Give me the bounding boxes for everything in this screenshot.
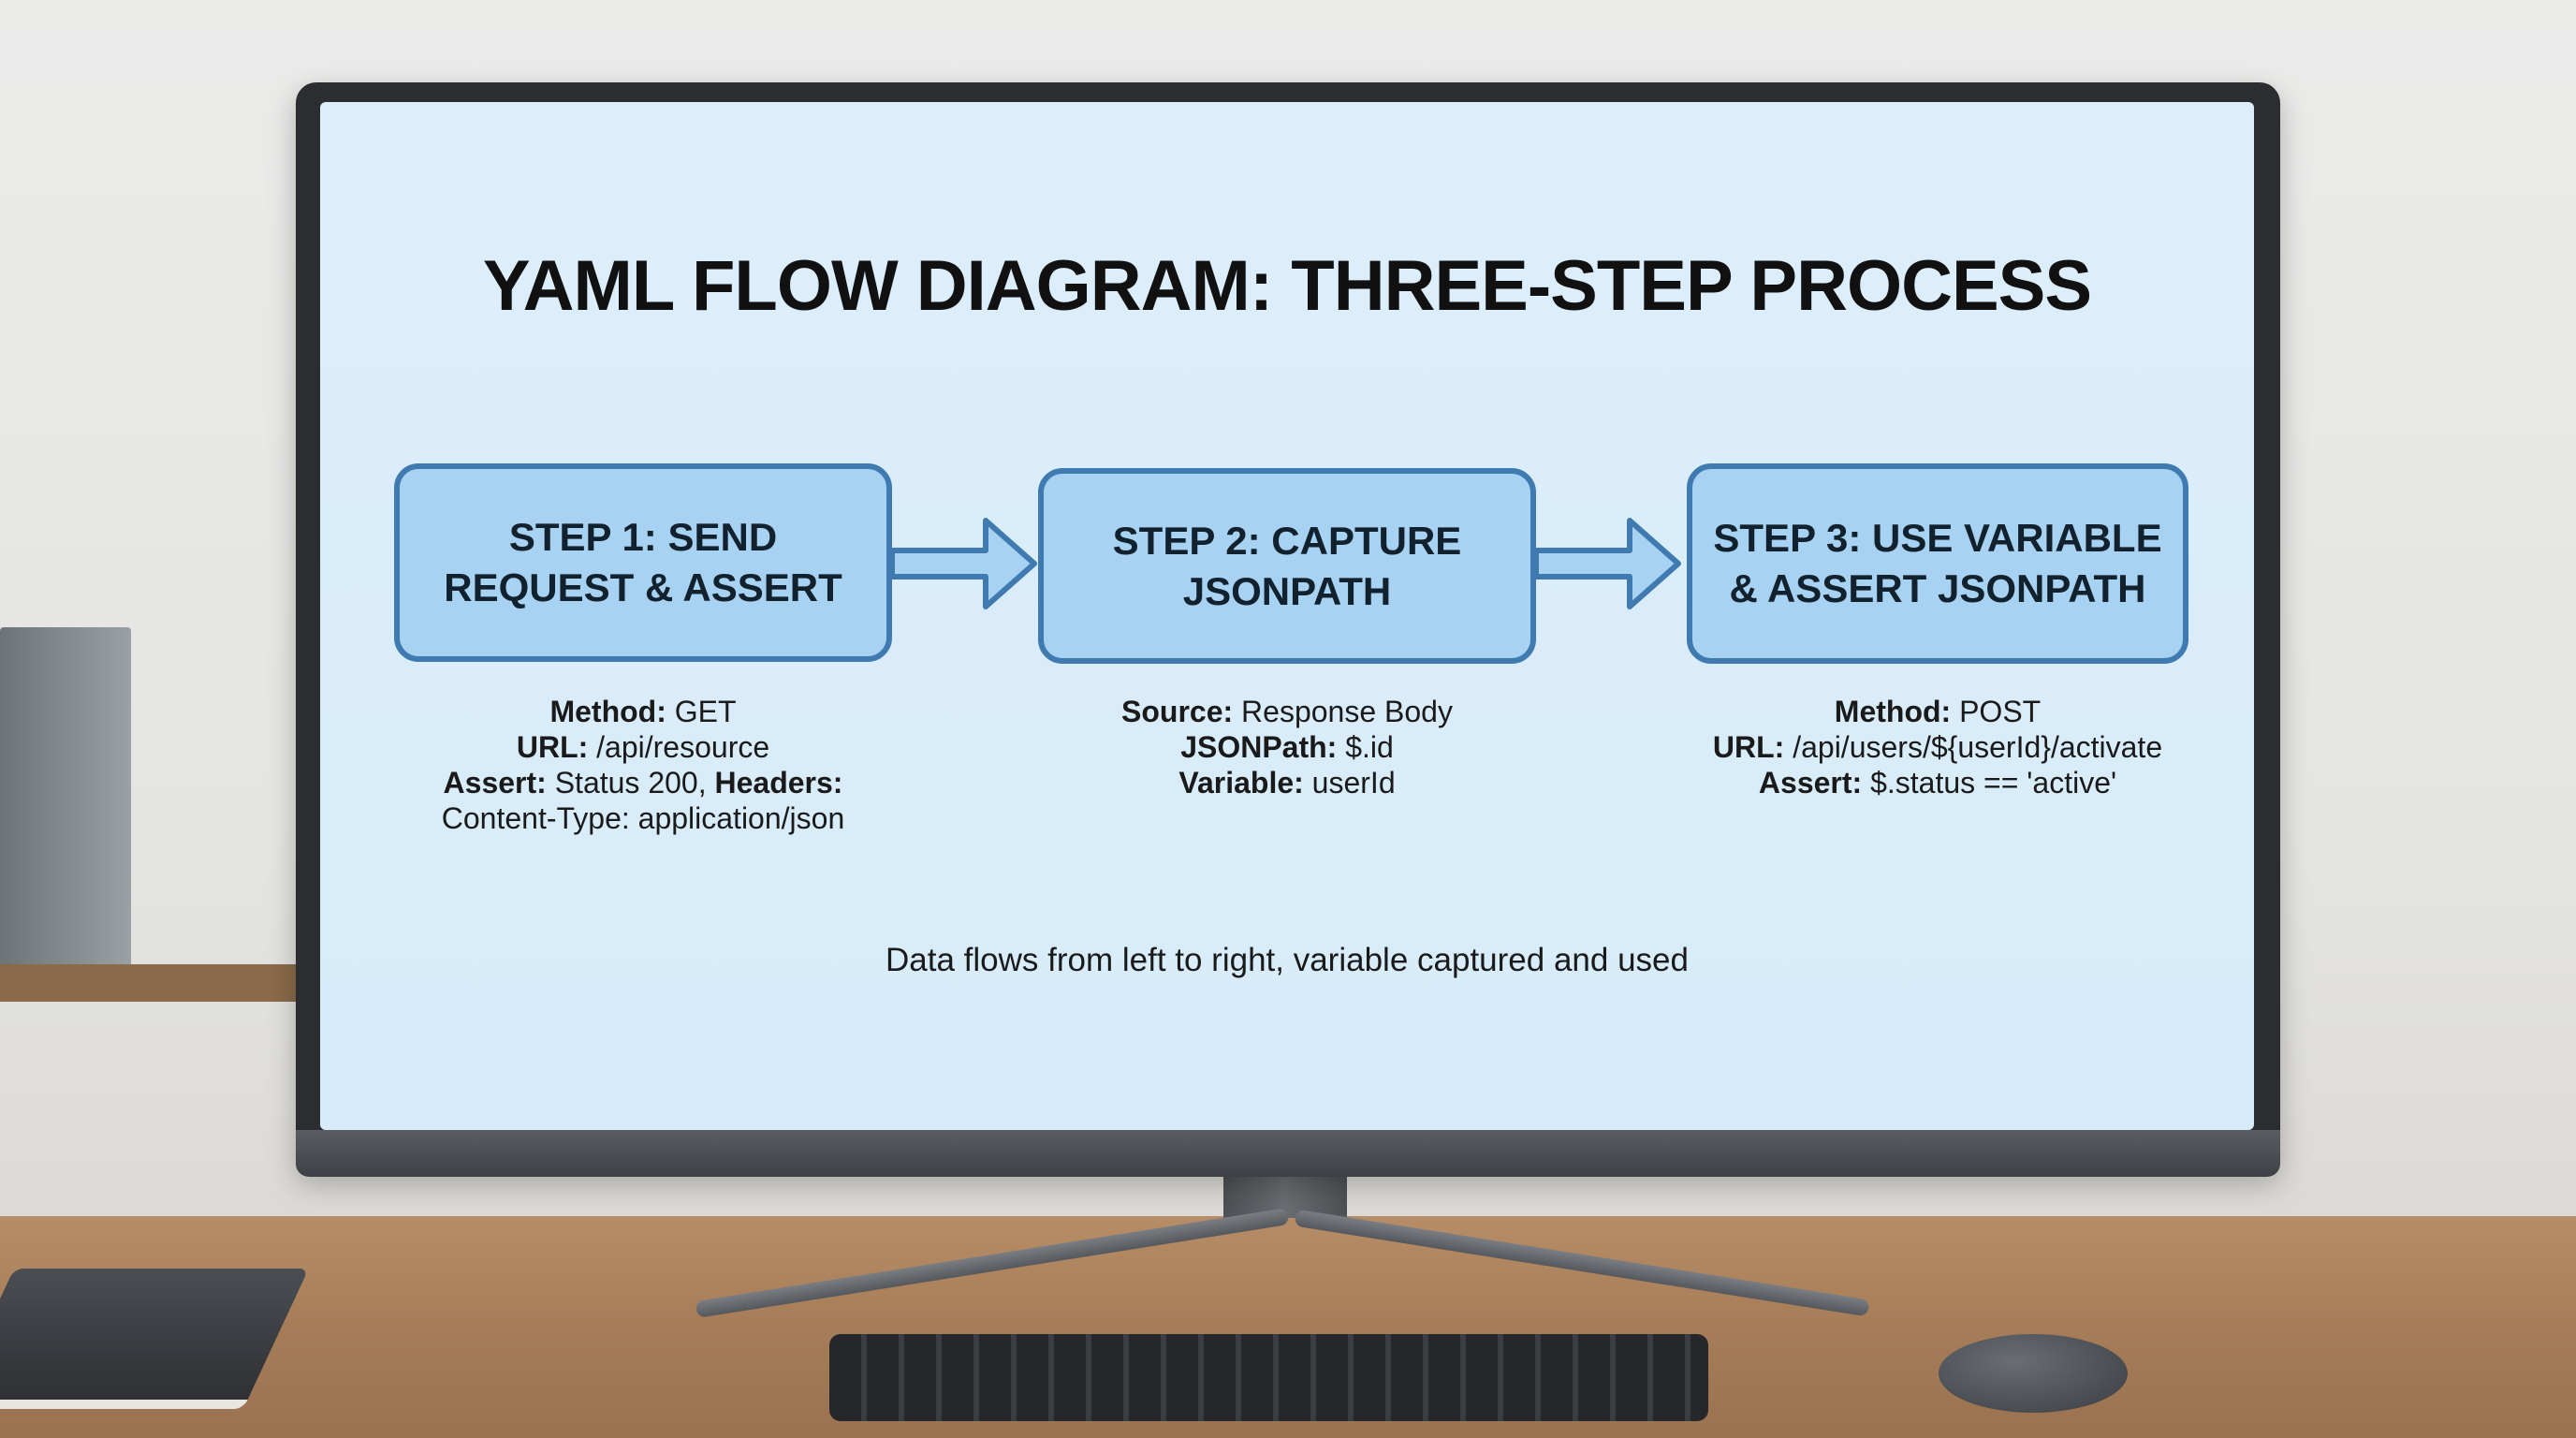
mouse — [1939, 1334, 2128, 1413]
step-3-label-line2: & ASSERT JSONPATH — [1729, 566, 2146, 610]
monitor-chin — [296, 1130, 2280, 1177]
detail-line: Assert: $.status == 'active' — [1758, 766, 2117, 800]
step-2-label-line2: JSONPATH — [1182, 568, 1392, 613]
diagram-title: YAML FLOW DIAGRAM: THREE-STEP PROCESS — [482, 246, 2092, 326]
detail-line: Content-Type: application/json — [441, 801, 845, 835]
arrow-right-icon — [892, 518, 1037, 609]
step-2-label-line1: STEP 2: CAPTURE — [1112, 518, 1462, 563]
step-1-label-line2: REQUEST & ASSERT — [444, 565, 842, 609]
arrow-right-icon — [1536, 518, 1681, 609]
keyboard — [829, 1334, 1708, 1421]
background-table — [0, 964, 309, 1002]
step-1-box: STEP 1: SEND REQUEST & ASSERT — [394, 463, 892, 662]
footer-caption: Data flows from left to right, variable … — [886, 942, 1689, 978]
step-1-details: Method: GET URL: /api/resource Assert: S… — [362, 694, 924, 836]
step-3-details: Method: POST URL: /api/users/${userId}/a… — [1610, 694, 2265, 800]
step-2-box: STEP 2: CAPTURE JSONPATH — [1038, 468, 1536, 664]
step-2-details: Source: Response Body JSONPath: $.id Var… — [1006, 694, 1568, 800]
step-1-label-line1: STEP 1: SEND — [508, 515, 778, 559]
detail-line: Assert: Status 200, Headers: — [443, 766, 843, 800]
detail-line: URL: /api/users/${userId}/activate — [1712, 730, 2163, 764]
detail-line: Method: POST — [1834, 695, 2042, 728]
step-3-label-line1: STEP 3: USE VARIABLE — [1713, 516, 2162, 560]
detail-line: JSONPath: $.id — [1180, 730, 1394, 764]
detail-line: Source: Response Body — [1121, 695, 1453, 728]
step-3-box: STEP 3: USE VARIABLE & ASSERT JSONPATH — [1687, 463, 2188, 664]
background-shelf — [0, 627, 131, 983]
detail-line: URL: /api/resource — [516, 730, 770, 764]
detail-line: Variable: userId — [1178, 766, 1396, 800]
detail-line: Method: GET — [549, 695, 737, 728]
